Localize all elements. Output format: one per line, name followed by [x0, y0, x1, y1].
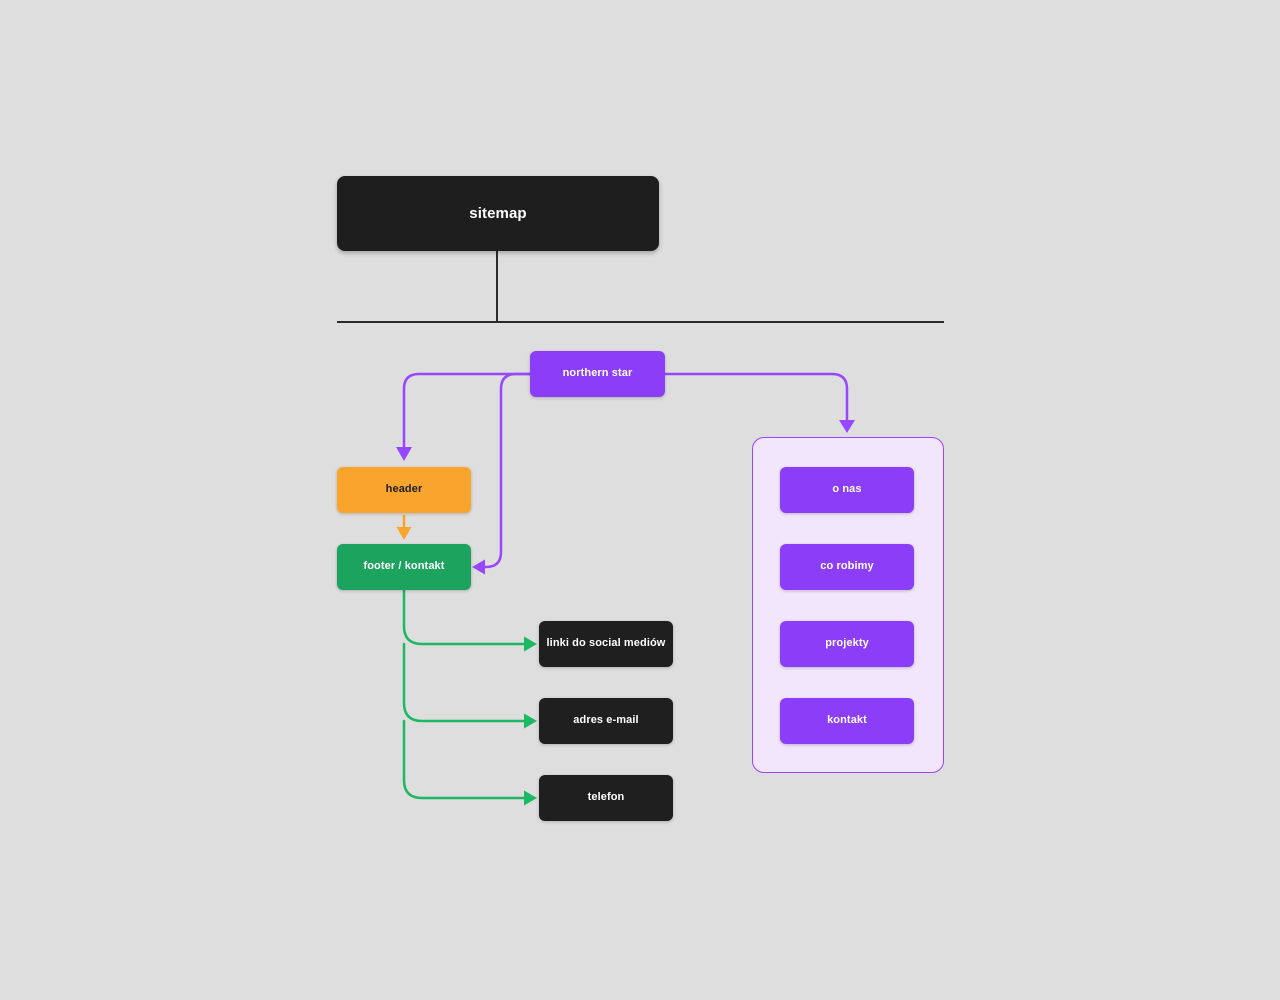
node-northern-star[interactable]: northern star	[530, 351, 665, 397]
node-email[interactable]: adres e-mail	[539, 698, 673, 744]
node-co-robimy-label: co robimy	[820, 560, 874, 573]
node-header[interactable]: header	[337, 467, 471, 513]
edge-northernstar-group[interactable]	[663, 372, 855, 433]
node-sitemap[interactable]: sitemap	[337, 176, 659, 251]
node-northern-star-label: northern star	[562, 367, 633, 380]
edge-footer-email[interactable]	[402, 642, 537, 729]
node-phone-label: telefon	[587, 791, 625, 804]
node-email-label: adres e-mail	[573, 714, 639, 727]
node-header-label: header	[385, 483, 423, 496]
node-social-links[interactable]: linki do social mediów	[539, 621, 673, 667]
node-projekty-label: projekty	[825, 637, 869, 650]
node-sitemap-label: sitemap	[469, 204, 527, 222]
node-phone[interactable]: telefon	[539, 775, 673, 821]
node-kontakt-label: kontakt	[827, 714, 867, 727]
edge-sitemap-tree[interactable]	[337, 251, 944, 323]
node-co-robimy[interactable]: co robimy	[780, 544, 914, 590]
node-kontakt[interactable]: kontakt	[780, 698, 914, 744]
edge-northernstar-footer[interactable]	[472, 372, 532, 575]
node-projekty[interactable]: projekty	[780, 621, 914, 667]
node-o-nas[interactable]: o nas	[780, 467, 914, 513]
edge-header-footer[interactable]	[396, 514, 412, 540]
edge-footer-social[interactable]	[402, 588, 537, 652]
node-social-links-label: linki do social mediów	[546, 637, 666, 650]
node-footer-kontakt[interactable]: footer / kontakt	[337, 544, 471, 590]
edge-northernstar-header[interactable]	[396, 372, 532, 461]
node-footer-kontakt-label: footer / kontakt	[363, 560, 445, 573]
node-o-nas-label: o nas	[832, 483, 862, 496]
edge-footer-phone[interactable]	[402, 719, 537, 806]
